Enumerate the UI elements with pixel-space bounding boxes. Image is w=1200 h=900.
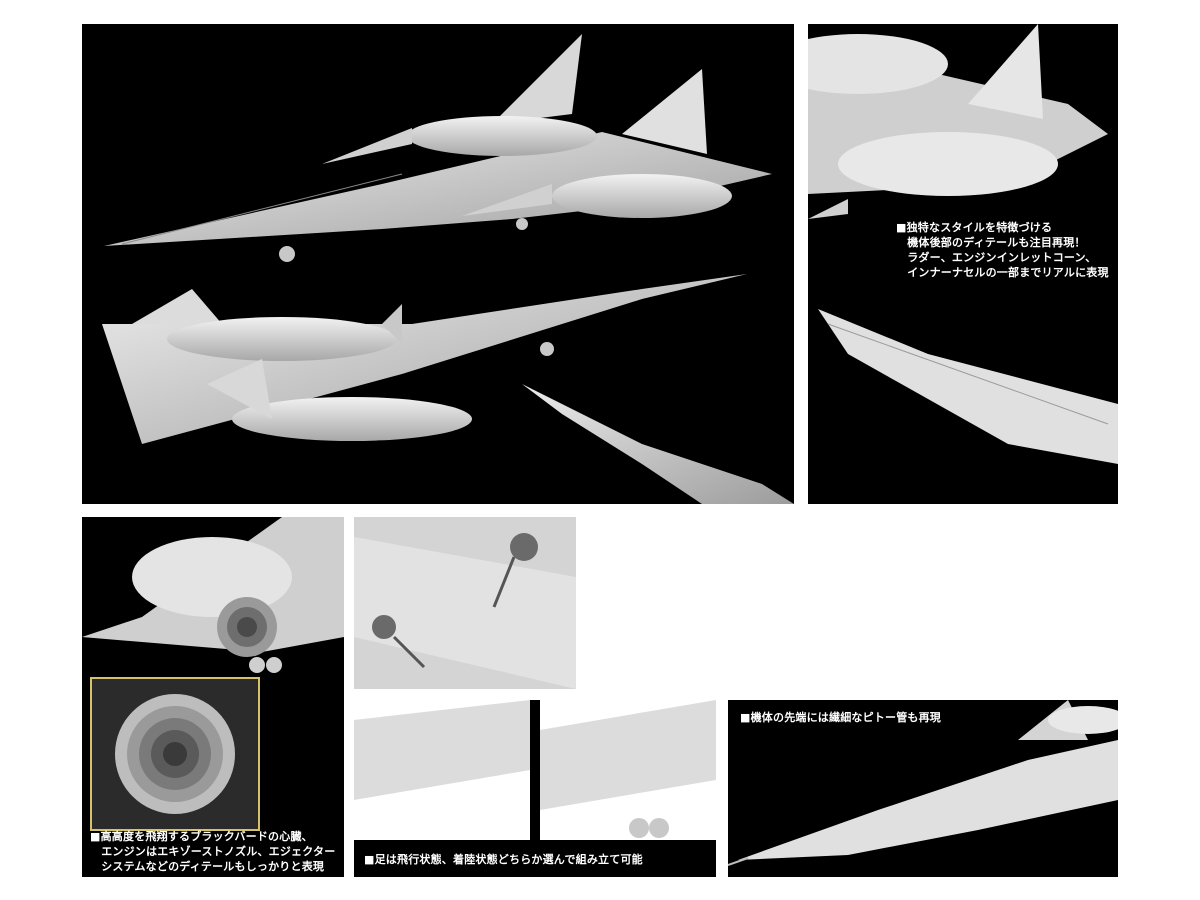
engine-nozzle-inset bbox=[90, 677, 260, 831]
rear-detail-caption: ■独特なスタイルを特徴づける 機体後部のディテールも注目再現！ ラダー、エンジン… bbox=[896, 221, 1109, 279]
underside-detail-panel bbox=[354, 517, 576, 689]
engine-illustration bbox=[82, 517, 344, 673]
underside-caption: ■詳細なモールドが施された機体下面の ディテールも見逃せません bbox=[600, 653, 801, 681]
pitot-panel: ■機体の先端には繊細なピトー管も再現 bbox=[728, 700, 1118, 877]
aircraft-underside-view bbox=[522, 384, 794, 504]
rear-detail-panel: ■独特なスタイルを特徴づける 機体後部のディテールも注目再現！ ラダー、エンジン… bbox=[808, 24, 1118, 504]
pitot-caption: ■機体の先端には繊細なピトー管も再現 bbox=[740, 711, 941, 724]
gear-panel: ■足は飛行状態、着陸状態どちらか選んで組み立て可能 bbox=[354, 700, 716, 877]
gear-caption: ■足は飛行状態、着陸状態どちらか選んで組み立て可能 bbox=[364, 853, 643, 866]
nozzle-closeup bbox=[115, 694, 235, 814]
gear-illustration bbox=[354, 700, 716, 840]
aircraft-top-view bbox=[104, 34, 772, 262]
underside-closeup bbox=[354, 517, 576, 689]
main-panel bbox=[82, 24, 794, 504]
engine-panel: ■高高度を飛翔するブラックバードの心臓、 エンジンはエキゾーストノズル、エジェク… bbox=[82, 517, 344, 877]
engine-caption: ■高高度を飛翔するブラックバードの心臓、 エンジンはエキゾーストノズル、エジェク… bbox=[90, 830, 336, 873]
main-aircraft-illustration bbox=[102, 34, 794, 504]
rear-detail-illustration bbox=[808, 24, 1118, 464]
pitot-illustration bbox=[728, 700, 1118, 866]
aircraft-middle-view bbox=[102, 274, 747, 444]
